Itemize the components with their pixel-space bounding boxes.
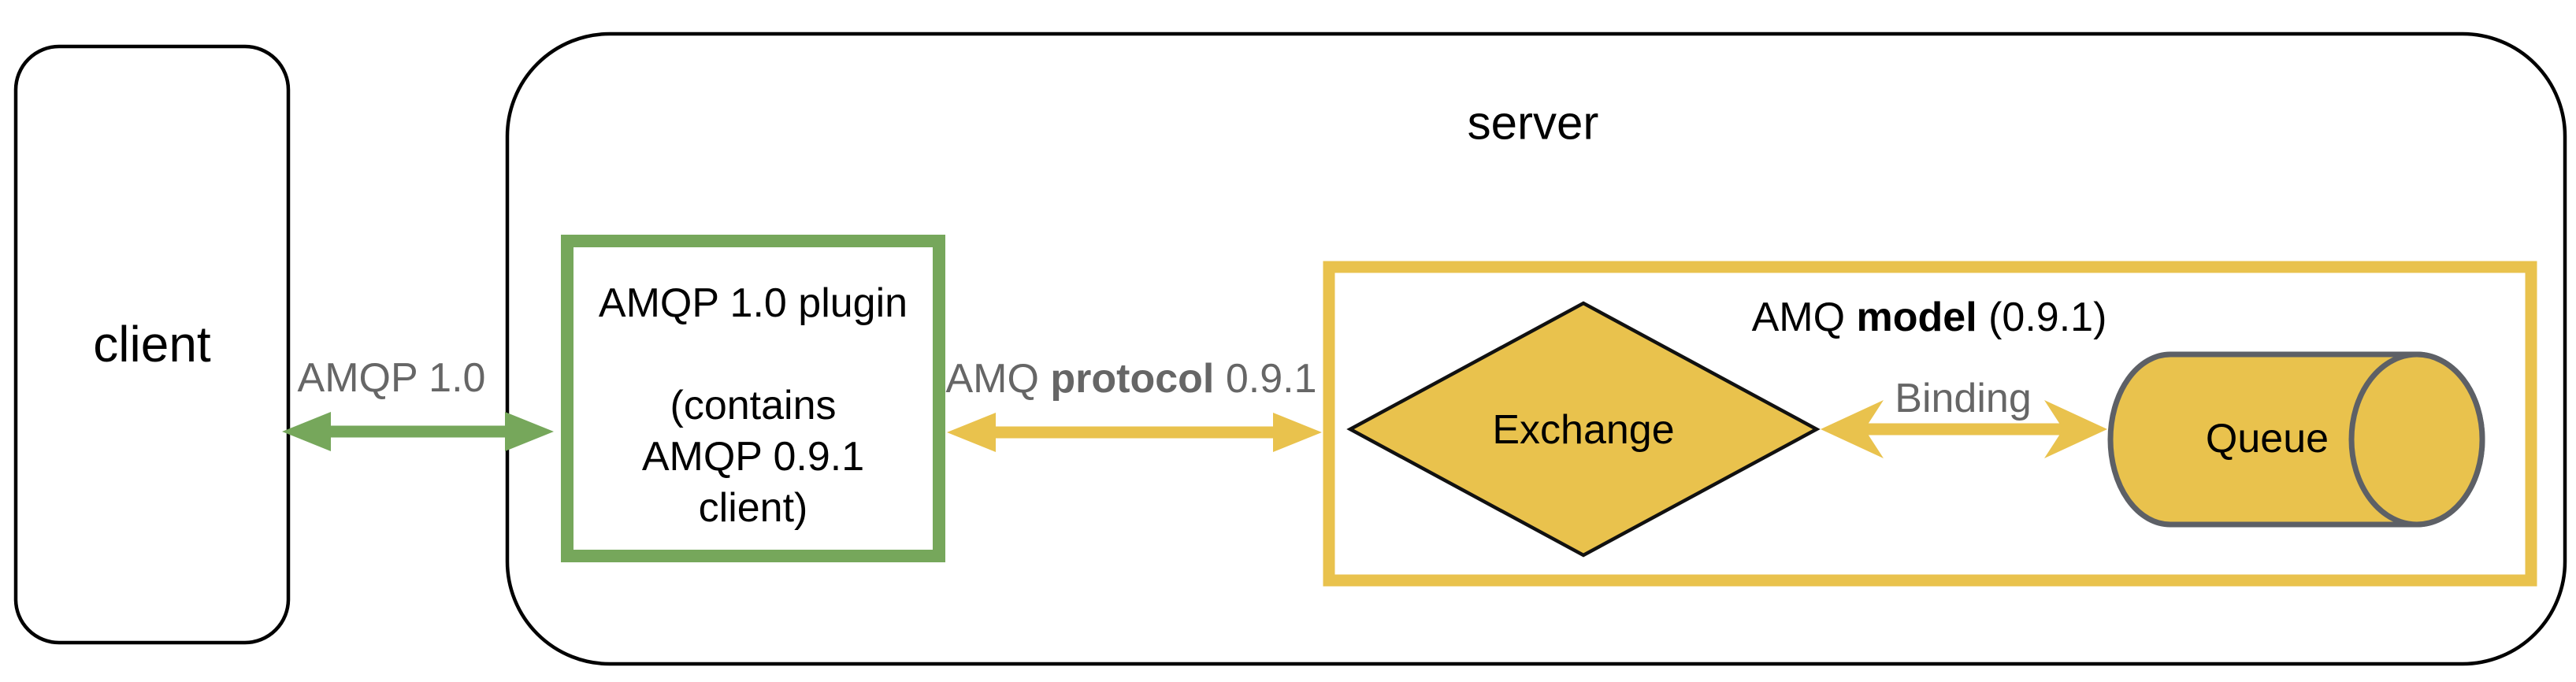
amq-model-label-bold: model [1857, 295, 1977, 340]
amqp-plugin-subline-2: AMQP 0.9.1 [642, 434, 864, 480]
client-label: client [93, 316, 211, 373]
binding-arrow-shaft [1861, 423, 2067, 436]
amqp-plugin-subline-1: (contains [670, 383, 837, 428]
plugin-model-arrow-left-head [947, 413, 996, 452]
amqp-plugin-subline-3: client) [699, 485, 808, 531]
amq-protocol-label-post: 0.9.1 [1214, 356, 1316, 402]
amq-model-label-pre: AMQ [1752, 295, 1857, 340]
binding-arrow-right-head [2044, 400, 2107, 458]
binding-arrow-left-head [1821, 400, 1884, 458]
exchange-label: Exchange [1492, 407, 1674, 453]
amq-model-label: AMQ model (0.9.1) [1752, 295, 2107, 340]
exchange-diamond [1346, 301, 1821, 558]
client-plugin-arrow-left-head [282, 412, 331, 451]
plugin-model-arrow-right-head [1273, 413, 1322, 452]
plugin-model-arrow-shaft [992, 426, 1277, 439]
client-plugin-arrow-right-head [505, 412, 554, 451]
amq-protocol-edge-label: AMQ protocol 0.9.1 [946, 356, 1317, 402]
queue-cylinder-cap [2348, 351, 2485, 528]
amq-protocol-label-bold: protocol [1050, 356, 1214, 402]
amqp-1-0-edge-label: AMQP 1.0 [298, 355, 486, 401]
amq-protocol-label-pre: AMQ [946, 356, 1051, 402]
plugin-model-arrow [947, 413, 1322, 452]
binding-arrow [1821, 400, 2107, 458]
amqp-plugin-title: AMQP 1.0 plugin [599, 280, 908, 326]
amqp-plugin-box [561, 235, 945, 562]
client-plugin-arrow-shaft [327, 425, 509, 438]
binding-edge-label: Binding [1895, 376, 2031, 421]
amq-model-label-post: (0.9.1) [1977, 295, 2107, 340]
client-box [13, 44, 291, 645]
server-label: server [1468, 97, 1599, 150]
queue-label: Queue [2206, 416, 2329, 461]
client-plugin-arrow [282, 412, 554, 451]
